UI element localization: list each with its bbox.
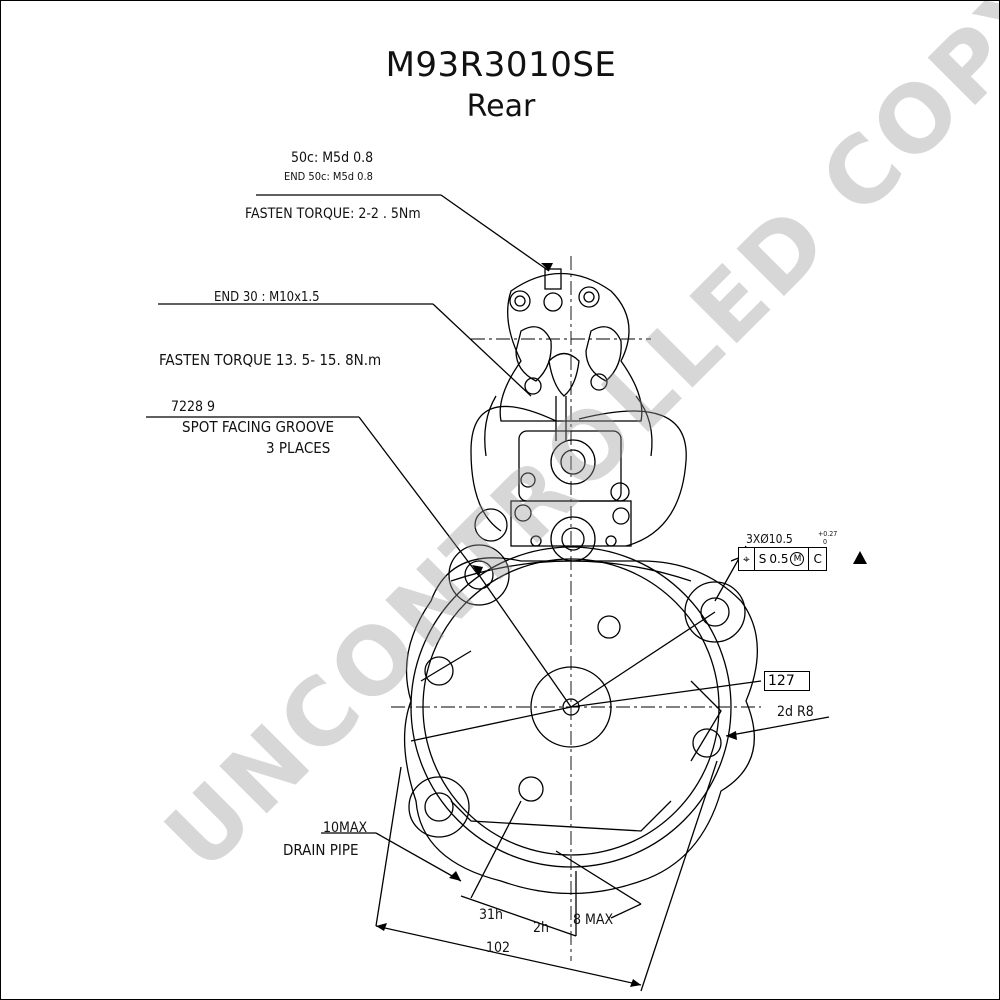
leader-end30	[432, 303, 532, 397]
motor-housing-inner	[422, 558, 720, 856]
label-hole-tol-upper: +0.27	[818, 530, 838, 538]
mounting-hole-right	[700, 597, 730, 627]
cable-right	[578, 410, 687, 547]
position-symbol-icon: ⌖	[739, 548, 755, 570]
cable-left	[470, 405, 557, 532]
mounting-hole-bottom-left-boss	[408, 776, 470, 838]
dim-102	[375, 925, 642, 986]
label-spot-facing-groove: SPOT FACING GROOVE	[182, 418, 335, 436]
center-hub	[530, 666, 612, 748]
label-spot-facing-number: 7228 9	[171, 399, 216, 415]
part-number-title: M93R3010SE	[385, 45, 617, 85]
motor-housing-outer	[410, 546, 732, 868]
pinion-cover	[550, 516, 596, 562]
label-terminal-end-50c: END 50c: M5d 0.8	[284, 170, 373, 183]
dim-8max	[610, 903, 642, 919]
solenoid-cap	[499, 272, 643, 422]
leader-fasten-torque-small	[440, 194, 550, 272]
small-hole-top	[597, 615, 621, 639]
mounting-hole-top-left	[464, 560, 494, 590]
label-dim-2h: 2h	[533, 920, 549, 936]
fcf-tolerance: 0.5	[769, 552, 789, 566]
mounting-hole-right-boss	[684, 581, 746, 643]
dim-102-ext-left	[375, 766, 402, 927]
label-three-places: 3 PLACES	[266, 439, 331, 457]
terminal-loop-left	[515, 326, 552, 382]
solenoid-bolt-left	[474, 508, 508, 542]
center-lines	[391, 256, 761, 961]
fcf-modifier: M	[790, 552, 805, 566]
label-hole-spec: 3XØ10.5	[746, 532, 793, 546]
terminal-50c	[544, 268, 562, 290]
fcf-datum: C	[813, 552, 822, 566]
feature-control-frame: ⌖ S 0.5 M C	[738, 547, 827, 571]
label-terminal-end-30: END 30 : M10x1.5	[214, 290, 320, 305]
solenoid-housing	[518, 430, 622, 502]
label-fasten-torque-large: FASTEN TORQUE 13. 5- 15. 8N.m	[159, 351, 382, 369]
dim-31h	[460, 895, 577, 937]
mounting-hole-top-left-boss	[448, 544, 510, 606]
label-dim-31h: 31h	[479, 907, 504, 923]
label-dim-102: 102	[486, 940, 511, 956]
terminal-loop-center	[548, 352, 580, 397]
mounting-flange	[403, 557, 759, 895]
label-terminal-50c: 50c: M5d 0.8	[291, 150, 374, 166]
dim-127-box: 127	[764, 671, 810, 691]
solenoid-base	[510, 500, 632, 547]
label-dim-8max: 8 MAX	[573, 912, 614, 928]
terminal-loop-right	[585, 326, 622, 382]
leader-r8	[725, 716, 830, 737]
label-drain-pipe: DRAIN PIPE	[283, 841, 359, 859]
terminal-screw-right	[578, 286, 600, 308]
spot-face-hole-right	[692, 728, 722, 758]
view-title: Rear	[466, 89, 536, 124]
label-hole-tol-lower: 0	[823, 538, 828, 546]
dim-127: 127	[768, 673, 795, 689]
drain-hole	[518, 776, 544, 802]
label-drain-max: 10MAX	[323, 820, 368, 836]
label-fasten-torque-small: FASTEN TORQUE: 2-2 . 5Nm	[245, 206, 421, 222]
terminal-screw-left	[509, 290, 531, 312]
fcf-diameter-prefix: S	[758, 552, 767, 566]
label-r8: 2d R8	[777, 704, 814, 720]
solenoid-plunger-outer	[550, 439, 596, 485]
dim-102-ext-right	[640, 760, 718, 992]
leader-drain-pipe	[375, 832, 462, 882]
spot-face-hole-left	[424, 656, 454, 686]
mounting-hole-bottom-left	[424, 792, 454, 822]
leader-spot-facing	[358, 416, 480, 577]
datum-triangle	[853, 551, 867, 564]
